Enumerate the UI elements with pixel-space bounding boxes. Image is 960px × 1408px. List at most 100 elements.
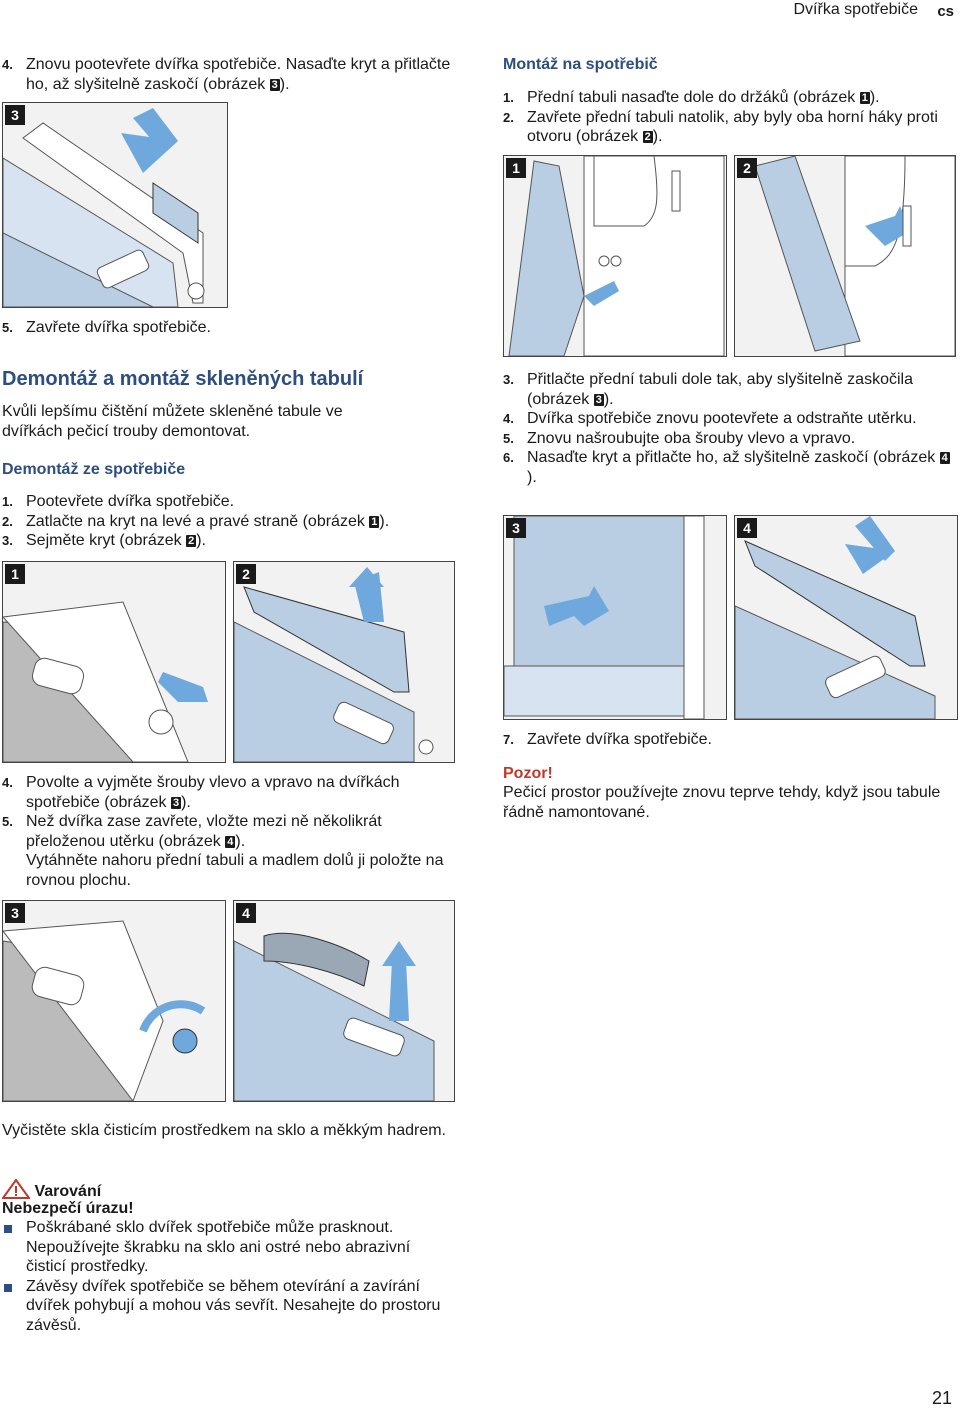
mounting-steps: 1. Přední tabuli nasaďte dole do držáků … [503, 88, 958, 147]
step-text-end: ). [379, 512, 390, 530]
figure-label: 1 [506, 158, 526, 178]
figure-insert-towel: 4 [233, 900, 455, 1102]
figure-ref: 3 [170, 796, 182, 809]
figure-insert-glass: 1 [503, 155, 727, 357]
step-number: 3. [503, 372, 514, 387]
figure-remove-screws: 3 [2, 900, 226, 1102]
press-glass-illustration [504, 516, 726, 719]
figure-press-glass: 3 [503, 515, 727, 720]
attach-cover-illustration [735, 516, 957, 719]
step-text-end: ). [869, 89, 880, 106]
clean-instruction: Vyčistěte skla čisticím prostředkem na s… [2, 1122, 446, 1139]
removal-step-2: 2. Zatlačte na kryt na levé a pravé stra… [2, 512, 452, 532]
removal-step-5-extra: Vytáhněte nahoru přední tabuli a madlem … [2, 851, 452, 890]
step-text: Zavřete dvířka spotřebiče. [527, 731, 712, 748]
step-text: Sejměte kryt (obrázek [26, 532, 187, 549]
step-number: 3. [2, 533, 13, 548]
bullet-text: Závěsy dvířek spotřebiče se během otevír… [26, 1277, 441, 1334]
step-text-end: ). [527, 468, 537, 486]
section-intro: Kvůli lepšímu čištění můžete skleněné ta… [2, 403, 343, 440]
step-text: Pootevřete dvířka spotřebiče. [26, 493, 235, 510]
danger-text: Nebezpečí úrazu! [2, 1200, 134, 1217]
figure-ref: 2 [642, 131, 653, 143]
step-number: 5. [503, 430, 514, 446]
removal-step-4: 4. Povolte a vyjměte šrouby vlevo a vpra… [2, 773, 452, 812]
caution-text: Pečicí prostor používejte znovu teprve t… [503, 784, 941, 821]
step-text: Znovu našroubujte oba šrouby vlevo a vpr… [527, 429, 856, 447]
warning-bullet: Poškrábané sklo dvířek spotřebiče může p… [2, 1218, 452, 1277]
removal-steps: 1. Pootevřete dvířka spotřebiče. 2. Zatl… [2, 492, 452, 551]
mounting-step-3: 3. Přitlačte přední tabuli dole tak, aby… [503, 370, 958, 409]
cover-clip-illustration [3, 103, 227, 307]
bullet-text: Poškrábané sklo dvířek spotřebiče může p… [26, 1219, 411, 1275]
remove-cover-illustration [234, 562, 454, 762]
bullet-icon [4, 1283, 12, 1292]
figure-ref: 4 [939, 452, 950, 464]
step-text: Než dvířka zase zavřete, vložte mezi ně … [26, 813, 382, 850]
warning-bullets: Poškrábané sklo dvířek spotřebiče může p… [2, 1218, 452, 1335]
bullet-icon [4, 1225, 12, 1233]
figure-ref: 1 [859, 92, 870, 104]
section-title: Demontáž a montáž skleněných tabulí [2, 368, 364, 390]
mounting-step-4: 4. Dvířka spotřebiče znovu pootevřete a … [503, 409, 958, 429]
step-text-end: ). [196, 532, 206, 549]
step-text: Znovu pootevřete dvířka spotřebiče. Nasa… [26, 56, 451, 93]
remove-screws-illustration [3, 901, 225, 1101]
step-number: 4. [503, 411, 514, 426]
figure-label: 3 [5, 105, 25, 125]
figure-ref: 1 [369, 515, 380, 528]
insert-glass-illustration [504, 156, 726, 356]
warning-heading: Varování [1, 1178, 452, 1202]
mounting-title: Montáž na spotřebič [503, 56, 658, 73]
step-number: 6. [503, 450, 514, 465]
removal-steps-continued: 4. Povolte a vyjměte šrouby vlevo a vpra… [2, 773, 452, 890]
step-number: 4. [2, 57, 13, 72]
removal-step-3: 3. Sejměte kryt (obrázek 2). [2, 531, 452, 551]
mounting-step-6: 6. Nasaďte kryt a přitlačte ho, až slyši… [503, 448, 958, 487]
figure-remove-cover: 2 [233, 561, 455, 763]
step-number: 4. [2, 775, 13, 790]
step-text-end: ). [235, 832, 246, 850]
step-text: Zatlačte na kryt na levé a pravé straně … [26, 512, 370, 530]
step-text: Zavřete dvířka spotřebiče. [26, 319, 211, 336]
step-number: 1. [503, 90, 514, 105]
caution-title: Pozor! [503, 765, 553, 782]
figure-ref: 3 [269, 78, 280, 91]
figure-close-glass: 2 [734, 155, 956, 357]
step-number: 7. [503, 732, 514, 747]
figure-label: 2 [737, 158, 757, 178]
figure-ref: 3 [593, 393, 604, 406]
step-number: 5. [2, 320, 13, 335]
step-number: 1. [2, 494, 13, 509]
page-number: 21 [931, 1387, 952, 1408]
step-text-end: ). [603, 390, 614, 408]
figure-label: 3 [506, 518, 526, 538]
figure-press-cover: 1 [2, 561, 226, 763]
step-text: Zavřete přední tabuli natolik, aby byly … [527, 108, 938, 146]
subsection-title: Demontáž ze spotřebiče [2, 461, 186, 478]
step-text-end: ). [181, 793, 191, 811]
removal-step-5: 5. Než dvířka zase zavřete, vložte mezi … [2, 812, 452, 851]
step-4-top: 4. Znovu pootevřete dvířka spotřebiče. N… [2, 55, 452, 94]
step-number: 5. [2, 814, 13, 829]
step-text-end: ). [279, 75, 290, 93]
header-title: Dvířka spotřebiče [793, 1, 919, 18]
figure-label: 3 [5, 903, 25, 923]
mounting-step-2: 2. Zavřete přední tabuli natolik, aby by… [503, 108, 958, 147]
press-cover-illustration [3, 562, 225, 762]
step-text: Přitlačte přední tabuli dole tak, aby sl… [527, 371, 913, 408]
figure-ref: 2 [186, 535, 197, 547]
warning-bullet: Závěsy dvířek spotřebiče se během otevír… [2, 1277, 452, 1336]
step-text: Nasaďte kryt a přitlačte ho, až slyšitel… [527, 449, 940, 466]
step-text: Dvířka spotřebiče znovu pootevřete a ods… [527, 410, 917, 427]
figure-label: 4 [236, 903, 256, 923]
figure-label: 2 [236, 564, 256, 584]
close-glass-illustration [735, 156, 955, 356]
mounting-step-1: 1. Přední tabuli nasaďte dole do držáků … [503, 88, 958, 108]
mounting-step-5: 5. Znovu našroubujte oba šrouby vlevo a … [503, 429, 958, 449]
header-language: cs [937, 3, 954, 20]
step-text-end: ). [652, 128, 663, 145]
step-text: Povolte a vyjměte šrouby vlevo a vpravo … [26, 774, 400, 811]
step-text: Vytáhněte nahoru přední tabuli a madlem … [26, 852, 444, 889]
step-number: 2. [2, 513, 13, 529]
